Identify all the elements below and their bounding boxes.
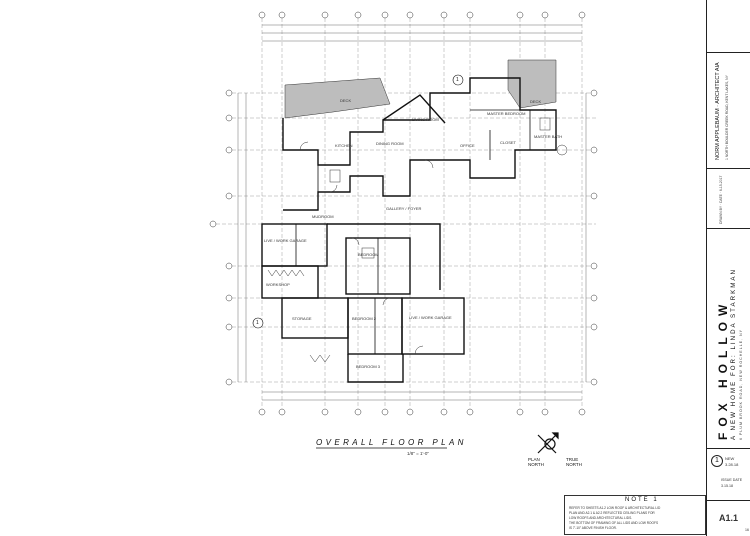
room-label: DECK [340,98,352,103]
note-line: IS 7'-10" ABOVE FINISH FLOOR. [569,526,617,530]
section-markers [252,74,464,329]
issue-mark: 1 [711,455,723,467]
section-marker-label: 1 [256,320,259,326]
project-subtitle: A NEW HOME FOR: LINDA STARKMAN [730,268,737,440]
note-line: PLAN AND A2.1 & A2.2 REFLECTED CEILING P… [569,511,655,515]
room-label: STORAGE [292,316,312,321]
room-label: BEDROOM 3 [356,364,381,369]
issue-date-value: 3.15.18 [721,484,733,488]
room-label: DECK [530,99,542,104]
room-label: CLOSET [500,140,517,145]
grid-bubbles [209,11,598,416]
architect-address: 1 NORTH BOULDER CREEK ROAD, KENT LAKES, … [725,75,729,160]
general-note-box: NOTE 1 REFER TO SHEETS A1.2 LOW ROOF & A… [564,495,706,535]
project-address: 6 PLUM BROOK ROAD, NEW ROCHELLE, NY [739,328,743,440]
north-arrow [537,432,559,454]
project-name: FOX HOLLOW [716,298,730,440]
note-line: LOW ROOFS AND ARCHITECTURAL LIDS. [569,516,633,520]
note-title: NOTE 1 [625,497,659,503]
room-label: KITCHEN [335,143,353,148]
floor-plan-drawing [209,11,598,454]
room-label: WORKSHOP [266,282,290,287]
room-label: OFFICE [460,143,475,148]
plan-scale: 1/8" = 1'-0" [407,451,429,456]
room-label: LIVE / WORK GARAGE [264,238,307,243]
dimension-lines [237,24,587,401]
plan-title: OVERALL FLOOR PLAN [316,438,467,447]
room-label: MASTER BEDROOM [487,111,526,116]
note-line: REFER TO SHEETS A1.2 LOW ROOF & ARCHITEC… [569,506,661,510]
room-label: LIVE / WORK GARAGE [409,315,452,320]
room-label: GALLERY / FOYER [386,206,422,211]
north-true-label: TRUE NORTH [566,457,582,467]
room-label: LIVING ROOM [412,117,439,122]
issue-date-label: ISSUE DATE [721,478,743,482]
architect-name: NORM APPLEBAUM · ARCHITECT AIA [715,62,721,160]
walls [261,77,557,383]
room-label: MASTER BATH [534,134,563,139]
room-label: BEDROOM [358,252,379,257]
title-block: NORM APPLEBAUM · ARCHITECT AIA 1 NORTH B… [706,0,750,536]
page-total: 16 [745,528,749,532]
issue-date: 3.28.18 [725,462,739,467]
room-label: BEDROOM 2 [352,316,377,321]
section-marker-label: 1 [456,77,459,83]
note-line: THE BOTTOM OF FRAMING OF ALL LIDS AND LO… [569,521,659,525]
north-plan-label: PLAN NORTH [528,457,544,467]
fixtures [267,117,568,363]
room-label: DINING ROOM [376,141,404,146]
issue-label: NEW [725,456,735,461]
deck-areas [284,59,557,119]
sheet-number: A1.1 [719,513,739,523]
room-label: MUDROOM [312,214,334,219]
date-block: DRAWN BY · DATE · 6-15-2017 [719,175,723,224]
